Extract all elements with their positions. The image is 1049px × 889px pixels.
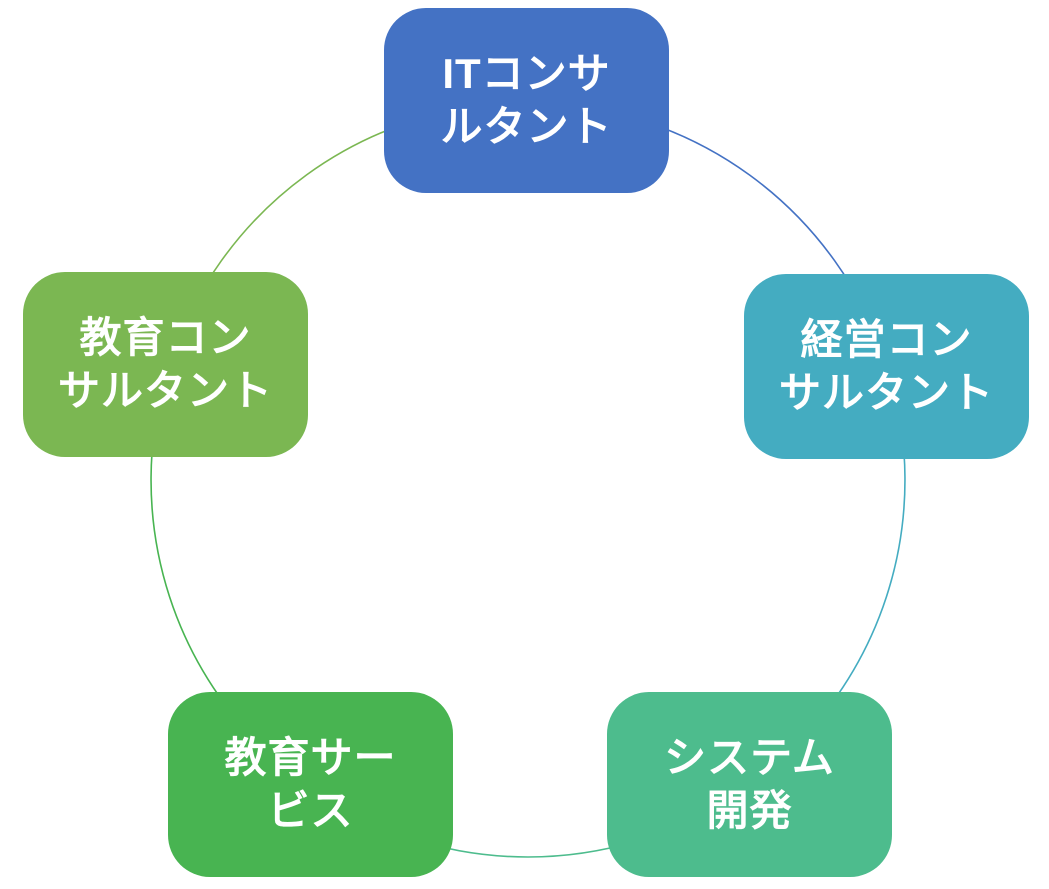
node-label-line: サルタント [778,368,994,416]
node-label-line: 開発 [706,786,793,834]
node-label-line: 教育サー [224,733,397,781]
node-management-consultant: 経営コン サルタント [744,274,1029,459]
node-label-line: ITコンサ [442,49,611,97]
node-label-line: ビス [267,786,354,834]
node-label-line: システム [664,733,835,781]
node-label-line: ルタント [440,102,613,150]
node-system-development: システム 開発 [607,692,892,877]
node-label-line: 教育コン [79,313,252,361]
node-it-consultant: ITコンサ ルタント [384,8,669,193]
node-education-consultant: 教育コン サルタント [23,272,308,457]
node-education-service: 教育サー ビス [168,692,453,877]
node-label-line: 経営コン [800,315,973,363]
node-label-line: サルタント [57,366,273,414]
